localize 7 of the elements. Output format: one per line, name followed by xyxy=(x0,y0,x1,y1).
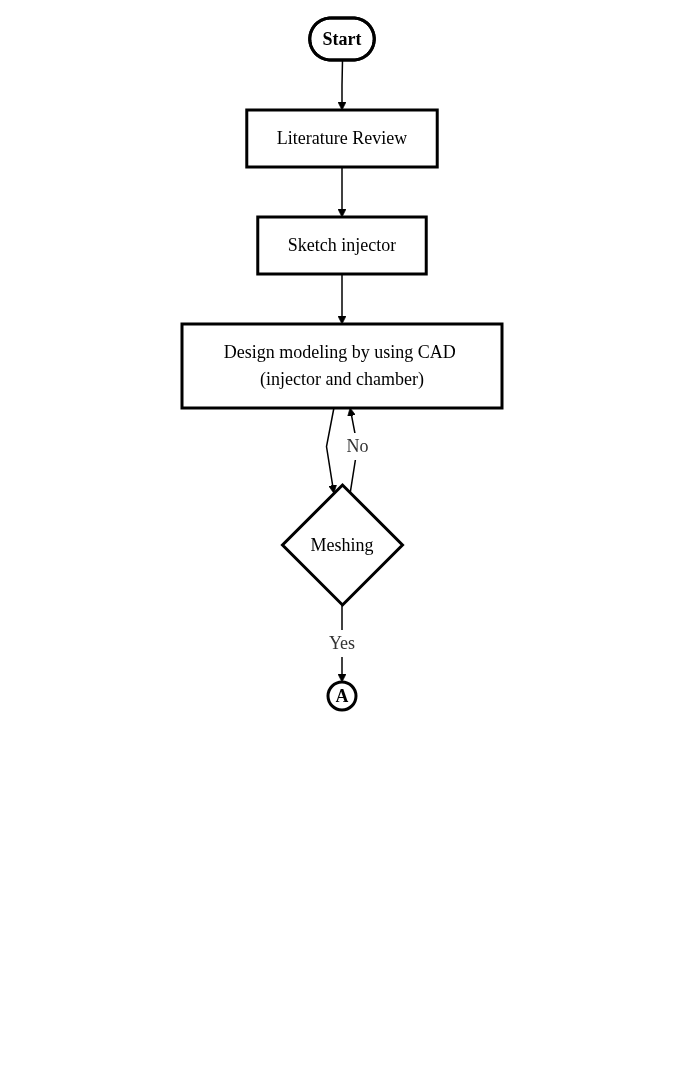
node-box: Literature Review xyxy=(245,108,439,169)
edge-label: Yes xyxy=(328,633,356,653)
node-box: Design modeling by using CAD (injector and chamber) xyxy=(180,322,504,410)
edge-label: No xyxy=(346,436,369,456)
node-circle: A xyxy=(326,680,358,712)
node-box: Sketch injector xyxy=(256,215,428,276)
node-diamond: Meshing xyxy=(280,482,405,608)
